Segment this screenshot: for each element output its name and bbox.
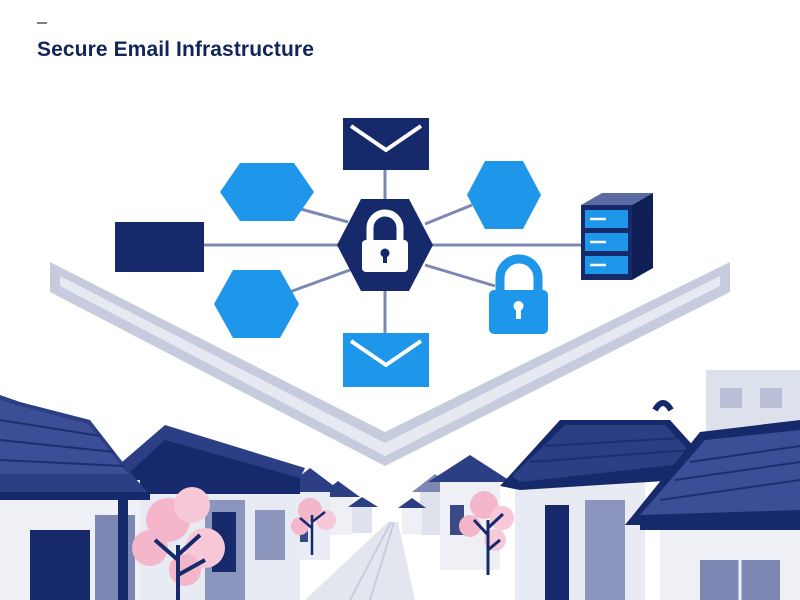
hexagon-node-icon [220,163,314,221]
cherry-blossom-tree-icon [132,487,225,600]
page-title: Secure Email Infrastructure [37,38,314,61]
hanok-house-icon [0,395,150,600]
mailbox-node-icon [115,222,204,272]
hexagon-node-icon [214,270,299,338]
padlock-icon [362,209,408,272]
email-envelope-icon [343,118,429,170]
email-envelope-icon [343,333,429,387]
street-scene [0,370,800,600]
hexagon-node-icon [467,161,541,229]
hanok-house-icon [500,400,715,600]
server-rack-icon [581,193,653,280]
padlock-icon [489,254,548,334]
central-lock-hub [337,199,433,291]
hanok-house-icon [625,420,800,600]
cherry-blossom-tree-icon [459,491,514,575]
header-accent-dash [37,22,47,24]
cherry-blossom-tree-icon [291,498,336,555]
